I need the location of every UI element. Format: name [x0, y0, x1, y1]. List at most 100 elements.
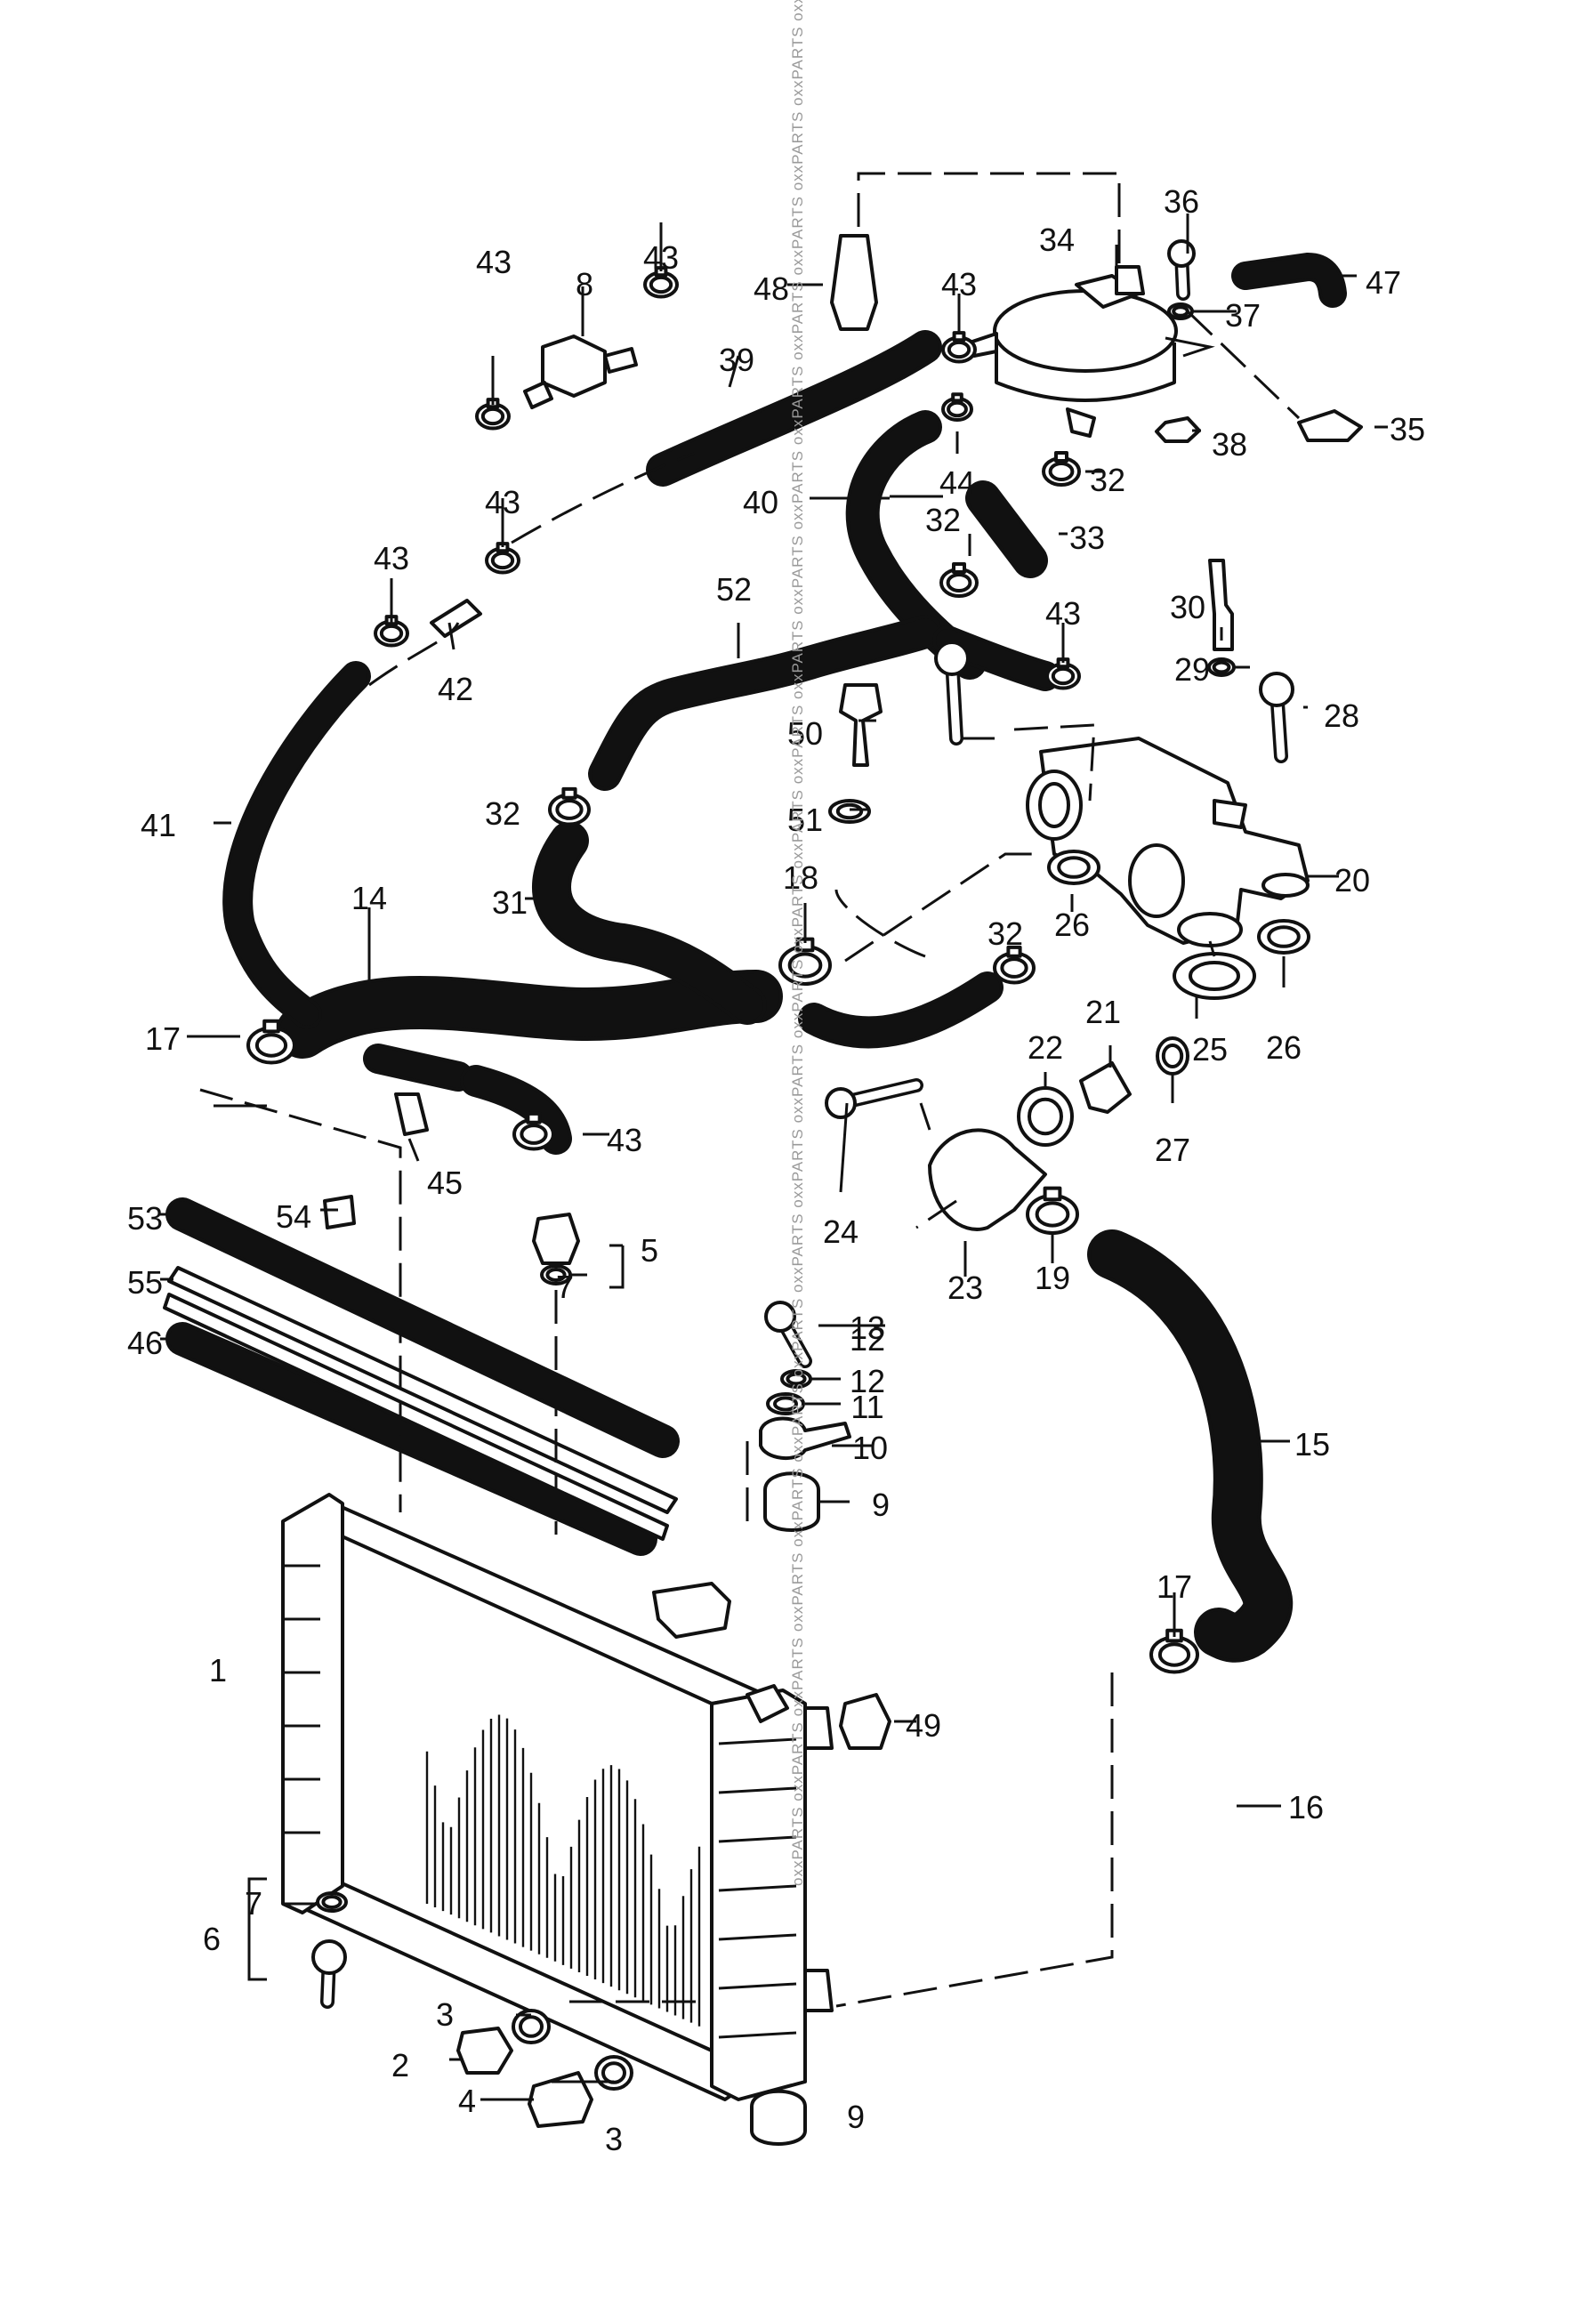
callout-49: 49: [906, 1707, 941, 1744]
bolt-24: [825, 1078, 923, 1119]
callout-43: 43: [607, 1122, 642, 1158]
callout-11: 11: [850, 1389, 883, 1425]
connector-8: [541, 334, 607, 398]
plug-2: [456, 2027, 513, 2075]
callout-4: 4: [458, 2083, 476, 2119]
hose-33: [965, 480, 1048, 578]
hose-47: [1231, 252, 1347, 308]
hose-14: [276, 970, 783, 1059]
hose-53: [165, 1197, 680, 1458]
hose-nipple-42: [430, 599, 482, 638]
mount-9-top: [763, 1471, 820, 1532]
callout-17: 17: [1157, 1568, 1192, 1605]
callout-12: 12: [850, 1363, 885, 1399]
washer-37: [1167, 302, 1194, 320]
hose-clamp-43-g: [512, 1111, 555, 1151]
callout-7: 7: [556, 1269, 574, 1305]
gasket-25: [1173, 952, 1256, 1000]
hose-clamp-43-b: [485, 542, 520, 575]
callout-25: 25: [1192, 1031, 1228, 1068]
cap-35: [1297, 409, 1363, 442]
hose-clamp-32-d: [1042, 451, 1081, 487]
sensor-50: [839, 683, 883, 767]
callout-1: 1: [209, 1652, 227, 1688]
thermostat-21: [1079, 1061, 1132, 1114]
callout-54: 54: [276, 1198, 311, 1235]
valve-5: [532, 1213, 580, 1265]
callout-32: 32: [925, 502, 961, 538]
elbow-23: [928, 1128, 1047, 1231]
callout-20: 20: [1334, 862, 1370, 899]
callout-21: 21: [1085, 994, 1121, 1030]
hose-clamp-43-c: [374, 615, 409, 648]
hose-clamp-32-b: [993, 945, 1036, 985]
callout-10: 10: [852, 1430, 888, 1466]
callout-3: 3: [605, 2121, 623, 2157]
callout-52: 52: [716, 571, 752, 608]
hose-46: [165, 1322, 657, 1556]
callout-43: 43: [941, 266, 977, 302]
seal-3-lower: [594, 2055, 633, 2091]
seal-27: [1156, 1036, 1189, 1076]
callout-47: 47: [1366, 264, 1401, 301]
callout-12: 12: [850, 1321, 885, 1358]
hose-15: [1087, 1229, 1294, 1663]
callout-5: 5: [641, 1232, 658, 1269]
hose-clamp-32-c: [939, 562, 979, 598]
seal-3-upper: [512, 2009, 551, 2044]
callout-23: 23: [947, 1269, 983, 1306]
hose-clamp-43-e: [941, 331, 977, 364]
callout-2: 2: [391, 2047, 409, 2083]
callout-28: 28: [1324, 697, 1359, 734]
hose-clamp-17-top: [246, 1019, 296, 1065]
callout-30: 30: [1170, 589, 1205, 625]
callout-43: 43: [643, 239, 679, 276]
callout-41: 41: [141, 807, 176, 843]
callout-31: 31: [492, 884, 528, 921]
connector-8-stub-a: [523, 381, 553, 409]
callout-32: 32: [1090, 462, 1125, 498]
bolt-6: [311, 1939, 347, 2009]
callout-43: 43: [485, 484, 520, 520]
hose-31: [532, 821, 767, 1025]
callout-43: 43: [476, 244, 512, 280]
hose-clamp-44: [941, 392, 973, 422]
callout-46: 46: [127, 1325, 163, 1361]
callout-16: 16: [1288, 1789, 1324, 1826]
radiator: [281, 1493, 834, 2101]
callout-50: 50: [787, 715, 823, 752]
callout-44: 44: [939, 464, 975, 501]
callout-43: 43: [1045, 595, 1081, 632]
callout-labels: 1233456778991011121213141516171718192021…: [127, 183, 1425, 2157]
hose-clamp-43-f: [1045, 657, 1081, 690]
hose-18-out: [798, 971, 1004, 1049]
callout-51: 51: [787, 802, 823, 838]
bolt-13: [764, 1301, 812, 1368]
washer-51: [828, 799, 871, 824]
callout-40: 40: [743, 484, 778, 520]
callout-7: 7: [245, 1885, 262, 1922]
seal-11: [766, 1392, 805, 1415]
clip-45: [394, 1092, 429, 1136]
hose-39: [646, 330, 942, 487]
grommet-49: [839, 1693, 891, 1750]
bolt-28: [1259, 672, 1294, 763]
gasket-26-right: [1257, 919, 1310, 955]
callout-18: 18: [783, 859, 818, 896]
callout-13: 13: [850, 1310, 885, 1346]
callout-37: 37: [1225, 297, 1261, 334]
callout-39: 39: [719, 342, 754, 378]
rail-55: [163, 1266, 678, 1541]
callout-29: 29: [1174, 651, 1210, 688]
callout-26: 26: [1266, 1029, 1302, 1066]
callout-8: 8: [576, 266, 593, 302]
callout-33: 33: [1069, 520, 1105, 556]
coolant-reservoir: [968, 265, 1215, 438]
sensor-4: [528, 2071, 593, 2128]
callout-9: 9: [847, 2099, 865, 2135]
seal-7-top: [540, 1264, 572, 1286]
leader-lines: [160, 172, 1388, 2101]
callout-9: 9: [872, 1487, 890, 1523]
callout-45: 45: [427, 1165, 463, 1201]
